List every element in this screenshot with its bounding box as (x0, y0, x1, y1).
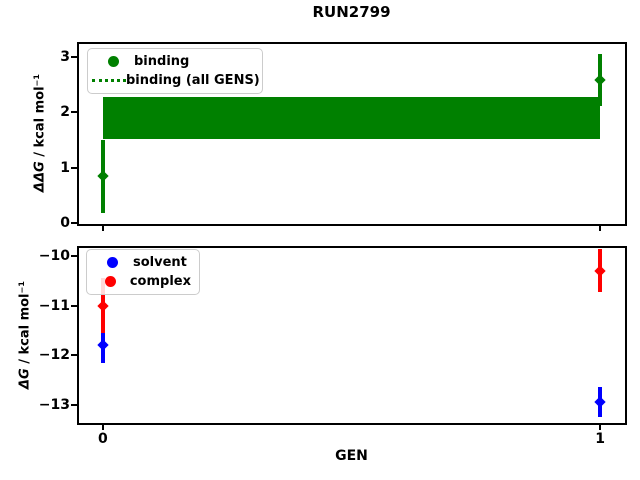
x-axis-label: GEN (335, 448, 368, 464)
x-tick (101, 425, 104, 430)
y-tick (71, 221, 77, 224)
y-tick (71, 254, 77, 257)
legend-label: binding (all GENS) (126, 73, 260, 88)
y-tick (71, 354, 77, 357)
legend-marker-cell (91, 276, 130, 287)
y-tick-label: 3 (60, 48, 70, 65)
legend-marker-cell (92, 56, 134, 67)
y-tick-label: −12 (38, 347, 70, 364)
y-tick (71, 111, 77, 114)
binding-axes (77, 42, 627, 226)
legend-item: binding (92, 52, 254, 71)
dot-legend-marker (107, 56, 119, 67)
legend-item: solvent (91, 253, 191, 272)
y-axis-label: ΔG / kcal mol⁻¹ (17, 280, 33, 390)
legend-marker-cell (91, 257, 133, 268)
y-tick (71, 404, 77, 407)
y-tick-label: 0 (60, 214, 70, 231)
y-tick (71, 166, 77, 169)
x-tick (599, 226, 602, 231)
y-tick-label: −10 (38, 247, 70, 264)
dot-legend-marker (104, 276, 116, 287)
x-tick-label: 0 (97, 431, 108, 447)
dg-axes (77, 246, 627, 425)
y-tick (71, 55, 77, 58)
x-tick (101, 226, 104, 231)
y-tick-label: 1 (60, 159, 70, 176)
dot-legend-marker (106, 257, 118, 268)
legend-label: complex (129, 274, 191, 289)
legend-label: binding (134, 54, 190, 69)
legend-item: complex (91, 272, 191, 291)
plot-title: RUN2799 (312, 3, 391, 21)
x-tick-label: 1 (595, 431, 605, 447)
y-tick (71, 304, 77, 307)
y-axis-label: ΔΔG / kcal mol⁻¹ (32, 73, 48, 193)
legend-label: solvent (133, 255, 187, 270)
legend-item: binding (all GENS) (92, 71, 260, 90)
dotted-line-legend-marker (92, 79, 126, 82)
y-tick-label: −11 (38, 297, 70, 314)
binding-all-gens-band (102, 96, 601, 139)
legend: binding binding (all GENS) (87, 48, 263, 94)
x-tick (599, 425, 602, 430)
y-tick-label: −13 (38, 397, 70, 414)
legend: solvent complex (86, 249, 200, 295)
legend-marker-cell (92, 79, 126, 82)
y-tick-label: 2 (60, 104, 70, 121)
